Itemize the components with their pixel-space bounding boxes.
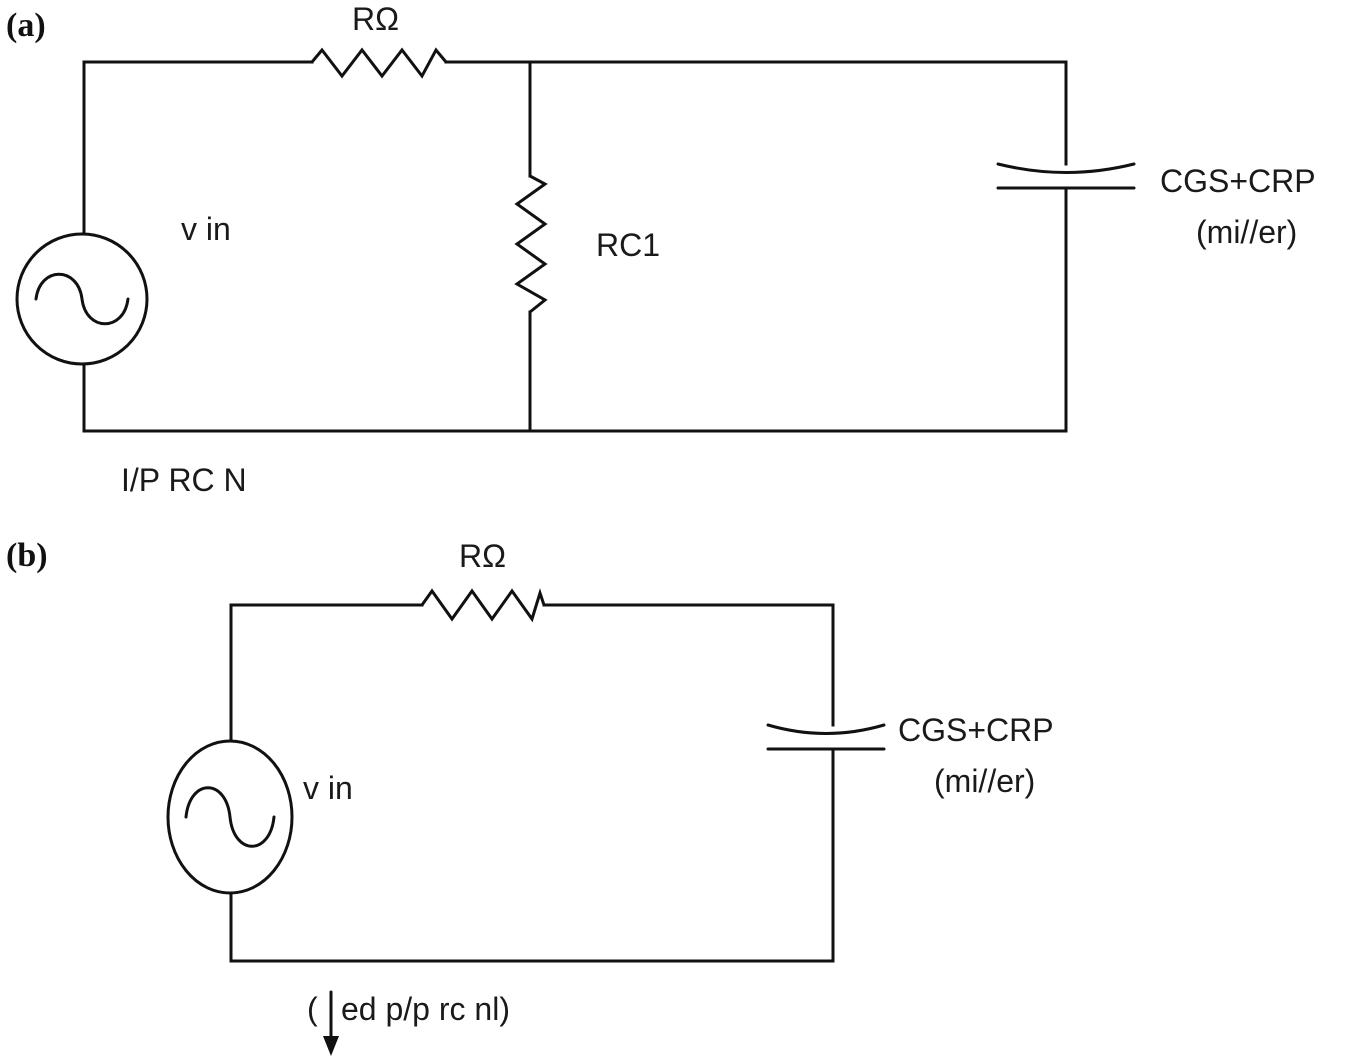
panel-a-ac-source-icon xyxy=(15,232,149,366)
panel-b-left-wire xyxy=(229,603,424,743)
panel-a-capacitor-label-line1: CGS+CRP xyxy=(1160,163,1316,199)
panel-b-capacitor-label-line1: CGS+CRP xyxy=(898,712,1054,748)
panel-b-capacitor-label-line2: (mi//er) xyxy=(934,763,1035,799)
panel-a-left-wire xyxy=(82,60,314,237)
panel-b-label: (b) xyxy=(6,537,48,574)
panel-a-series-resistor-label: RΩ xyxy=(352,1,399,37)
panel-a-shunt-resistor-label: RC1 xyxy=(596,227,660,263)
panel-b: (b) RΩ v in CGS+CRP (mi//er) ( ed p/p rc… xyxy=(6,537,1054,1056)
panel-b-source-label: v in xyxy=(303,770,353,806)
panel-a-label: (a) xyxy=(6,7,46,44)
panel-a-series-resistor xyxy=(310,47,448,79)
panel-a-source-label: v in xyxy=(181,211,231,247)
panel-a-top-wire xyxy=(444,60,1068,166)
panel-b-caption-text: ed p/p rc nl) xyxy=(341,991,510,1027)
panel-b-capacitor xyxy=(766,723,886,751)
panel-a-bottom-wire xyxy=(82,361,1068,433)
panel-a-network-caption: I/P RC N xyxy=(121,462,247,498)
panel-b-caption-open-paren: ( xyxy=(307,991,318,1027)
panel-b-top-wire xyxy=(542,603,835,727)
panel-a-capacitor-label-line2: (mi//er) xyxy=(1196,214,1297,250)
panel-b-bottom-wire xyxy=(229,891,835,963)
panel-a: (a) RΩ RC1 v in CGS+CRP (mi//er) I/P RC … xyxy=(6,1,1316,498)
panel-a-shunt-resistor xyxy=(514,174,548,314)
panel-b-series-resistor xyxy=(420,588,546,623)
down-arrow-icon xyxy=(323,990,339,1056)
panel-a-capacitor xyxy=(996,162,1136,190)
panel-b-series-resistor-label: RΩ xyxy=(459,538,506,574)
panel-b-ac-source-icon xyxy=(166,739,294,895)
